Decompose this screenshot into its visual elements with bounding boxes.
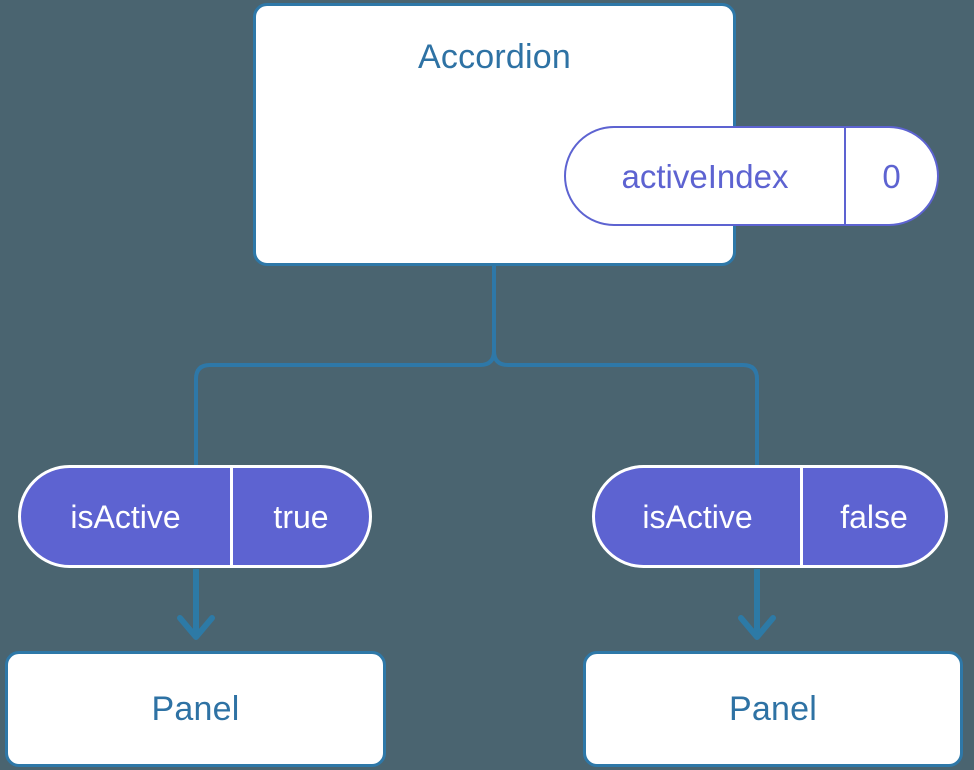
prop-pill-active-index-value: 0 bbox=[882, 157, 901, 195]
connector-root-to-left-branch bbox=[194, 264, 496, 467]
prop-pill-is-active-false[interactable]: isActive false bbox=[592, 465, 948, 568]
node-accordion[interactable]: Accordion activeIndex 0 bbox=[253, 3, 939, 266]
prop-pill-active-index-key: activeIndex bbox=[566, 128, 846, 224]
arrow-head-down-icon-right bbox=[738, 615, 776, 640]
connector-root-to-right-branch bbox=[492, 264, 759, 467]
prop-pill-is-active-false-key: isActive bbox=[595, 468, 803, 565]
node-panel-left[interactable]: Panel bbox=[5, 651, 386, 767]
prop-pill-is-active-false-value: false bbox=[840, 498, 908, 535]
prop-pill-is-active-true[interactable]: isActive true bbox=[18, 465, 372, 568]
node-panel-left-title: Panel bbox=[151, 690, 240, 728]
node-panel-right-title: Panel bbox=[729, 690, 817, 728]
arrow-head-down-icon-left bbox=[177, 615, 215, 640]
node-accordion-title: Accordion bbox=[418, 38, 571, 76]
prop-pill-is-active-true-key: isActive bbox=[21, 468, 233, 565]
prop-pill-is-active-true-value: true bbox=[273, 498, 329, 535]
prop-pill-active-index[interactable]: activeIndex 0 bbox=[564, 126, 939, 226]
node-panel-right[interactable]: Panel bbox=[583, 651, 963, 767]
